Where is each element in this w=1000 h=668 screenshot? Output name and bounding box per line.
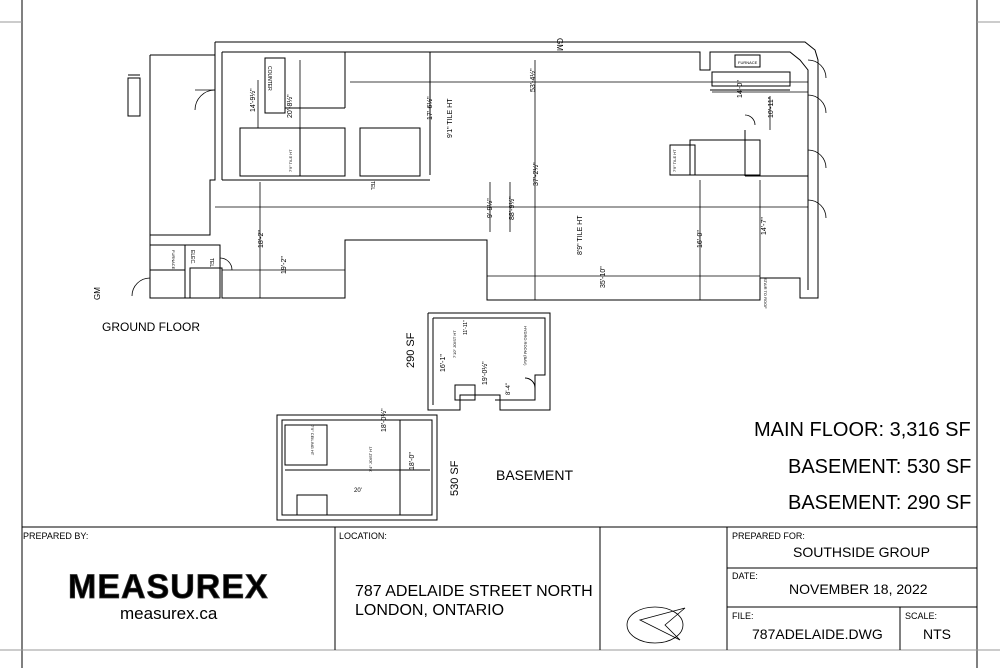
dim-17: 19'-0½"	[481, 361, 489, 385]
dim-19: 18'-0½"	[380, 408, 388, 432]
area-main-floor: MAIN FLOOR: 3,316 SF	[754, 419, 971, 441]
label-tile-91: 9'1" TILE HT	[447, 98, 454, 138]
dim-6: 88'-9½"	[508, 196, 516, 220]
label-tile-79-b: 7'9" TILE HT	[672, 149, 677, 172]
dim-12: 14'-7"	[761, 217, 768, 235]
dim-1: 14'-9½"	[249, 88, 257, 112]
plan-small-labels: GM GM COUNTER FURNACE 9'1" TILE HT 8'9" …	[93, 38, 768, 472]
label-area-290: 290 SF	[405, 332, 417, 368]
label-basement: BASEMENT	[496, 467, 573, 483]
label-tile-89: 8'9" TILE HT	[577, 215, 584, 255]
label-furnace-top: FURNACE	[738, 60, 758, 65]
label-tile-79-a: 7'9" TILE HT	[288, 149, 293, 172]
scale-label: SCALE:	[905, 611, 938, 621]
dim-20: 18'-0"	[409, 452, 416, 470]
dim-18: 8'-4"	[506, 383, 512, 395]
prepared-for-value: SOUTHSIDE GROUP	[793, 544, 930, 560]
dim-3: 17'-6½"	[426, 96, 434, 120]
dimension-lines	[215, 55, 808, 300]
label-hydro-room: HYDRO ROOM (BAV)	[523, 326, 528, 366]
date-label: DATE:	[732, 571, 758, 581]
label-gm-left: GM	[93, 287, 102, 300]
label-ceiling-note: 7'9" CEILING HT	[310, 425, 315, 456]
measurex-logo-icon: MEASUREX	[68, 568, 269, 607]
dim-4: 53'-4½"	[529, 68, 537, 92]
label-area-530: 530 SF	[449, 460, 461, 496]
area-basement-530: BASEMENT: 530 SF	[788, 456, 972, 478]
label-gm-top: GM	[555, 38, 564, 51]
address-line1: 787 ADELAIDE STREET NORTH	[355, 583, 593, 600]
scale-value: NTS	[923, 626, 951, 642]
dim-21: 20'	[354, 488, 362, 494]
area-basement-290: BASEMENT: 290 SF	[788, 492, 972, 514]
logo-text: MEASUREX	[68, 568, 269, 606]
dim-10: 35'-10"	[600, 266, 607, 288]
file-value: 787ADELAIDE.DWG	[752, 626, 883, 642]
dim-8: 18'-2"	[258, 230, 265, 248]
label-elec: ELEC.	[189, 250, 195, 264]
dimension-texts: 14'-9½" 20'-8½" 17'-6½" 53'-4½" 37'-2½" …	[249, 68, 775, 494]
label-furnace-left: FURNACE	[171, 250, 176, 270]
file-label: FILE:	[732, 611, 754, 621]
label-counter: COUNTER	[266, 66, 272, 91]
north-arrow-icon	[626, 606, 686, 644]
dim-11: 16'-0"	[697, 230, 704, 248]
prepared-by-label: PREPARED BY:	[23, 531, 89, 541]
prepared-for-label: PREPARED FOR:	[732, 531, 805, 541]
dim-2: 20'-8½"	[286, 94, 294, 118]
location-label: LOCATION:	[339, 531, 387, 541]
dim-14: 10'-11"	[768, 96, 775, 118]
address-line2: LONDON, ONTARIO	[355, 602, 505, 619]
dim-7: 9'-9½"	[486, 198, 494, 218]
date-value: NOVEMBER 18, 2022	[789, 581, 928, 597]
label-joist-ht-b: 7'4" JOIST HT	[368, 446, 373, 472]
dim-16: 11'-11"	[463, 320, 469, 335]
website: measurex.ca	[120, 604, 218, 623]
dim-15: 16'-1"	[440, 354, 447, 372]
dim-5: 37'-2½"	[532, 162, 540, 186]
label-tel-2: TEL	[208, 258, 214, 267]
basement-290-outline	[427, 312, 551, 411]
plan-large-labels: GROUND FLOOR BASEMENT 290 SF 530 SF	[102, 320, 573, 496]
label-stair-to-roof: STAIR TO ROOF	[763, 278, 768, 309]
label-tel-1: TEL	[369, 181, 375, 190]
basement-530-outline	[276, 414, 438, 521]
ground-floor-outline	[127, 41, 819, 301]
label-ground-floor: GROUND FLOOR	[102, 320, 200, 334]
dim-9: 19'-2"	[281, 256, 288, 274]
door-swings	[131, 59, 827, 297]
label-joist-ht-a: 7'10" JOIST HT	[452, 330, 457, 358]
dim-13: 14'-0"	[737, 80, 744, 98]
title-block-frame	[22, 526, 977, 650]
